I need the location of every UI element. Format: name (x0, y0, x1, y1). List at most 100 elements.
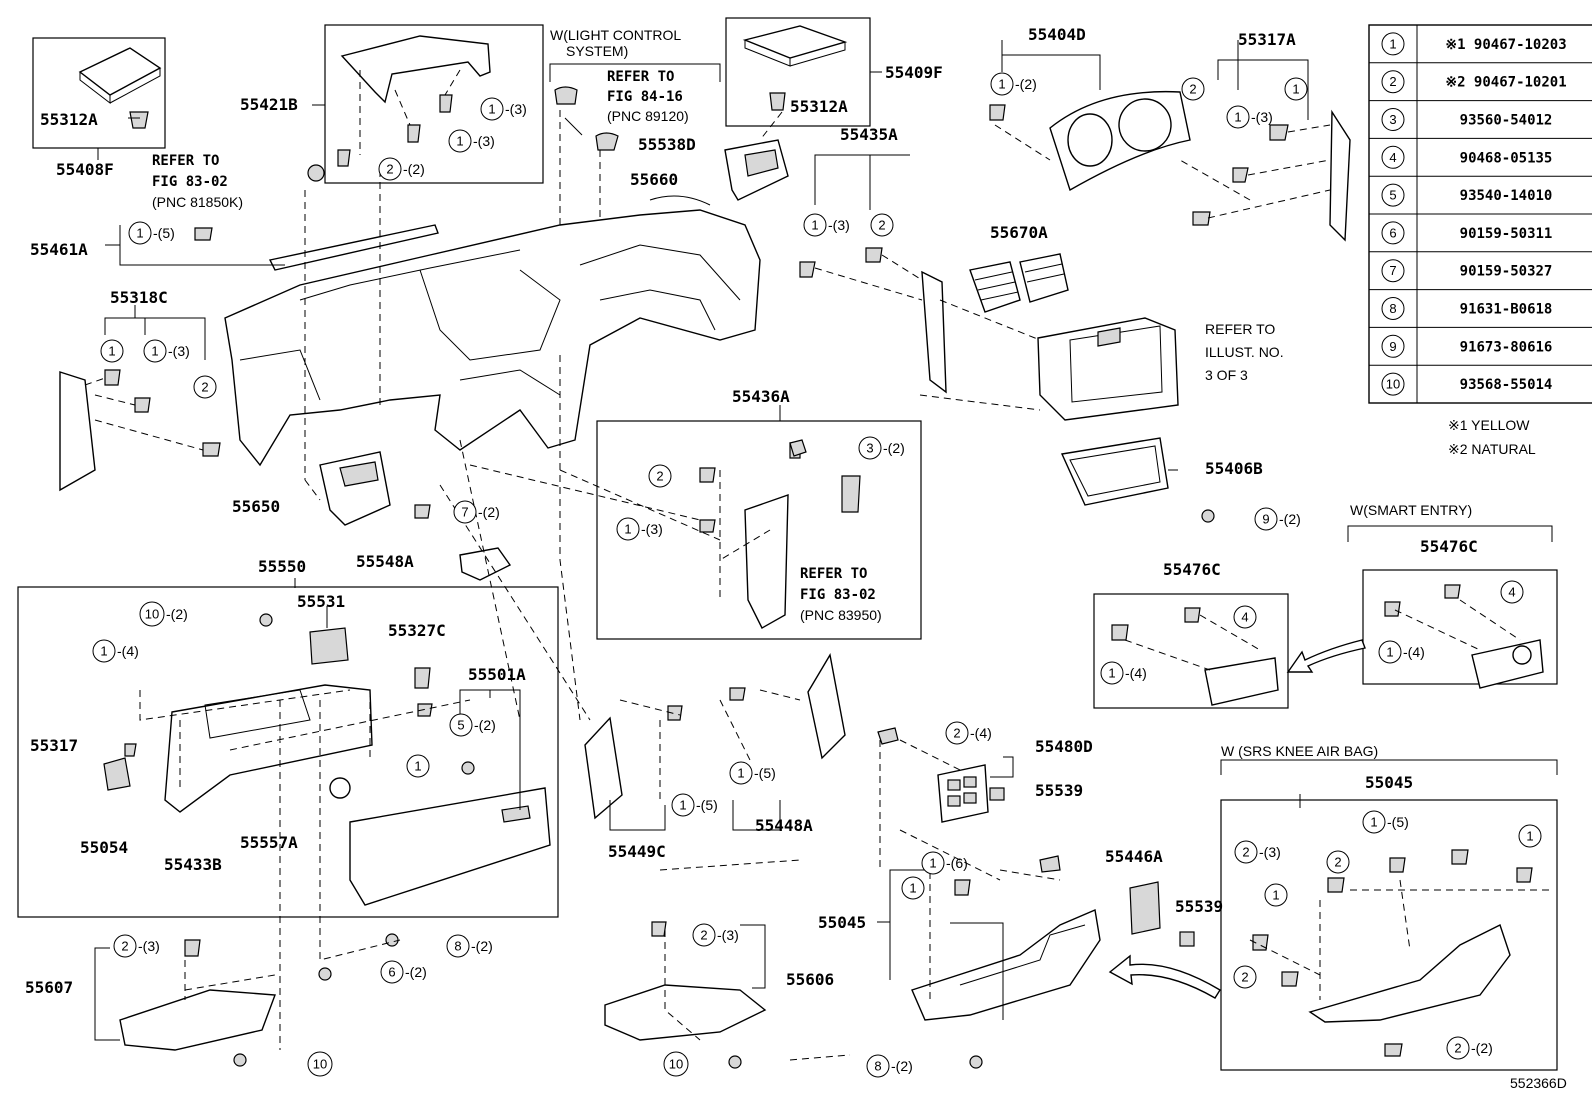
callout-number: 7 (461, 505, 468, 520)
callout-quantity: -(3) (641, 521, 663, 537)
note-light-control-line2: SYSTEM) (566, 43, 628, 59)
callout-circle (1234, 840, 1258, 864)
part-label-55409f: 55409F (885, 63, 943, 82)
leader-dashes (139, 110, 1550, 1061)
callout-circle (1254, 507, 1278, 531)
callout: 2-(4) (945, 721, 992, 745)
part-label-55406b: 55406B (1205, 459, 1263, 478)
callout-quantity: -(3) (828, 217, 850, 233)
part-label-55607: 55607 (25, 978, 73, 997)
callout: 2-(3) (692, 923, 739, 947)
callout-quantity: -(2) (1471, 1040, 1493, 1056)
part-label-55435a: 55435A (840, 125, 898, 144)
callout-number: 2 (1241, 970, 1248, 985)
callout-number: 1 (1526, 829, 1533, 844)
legend-number: 5 (1389, 188, 1396, 203)
part-label-55448a: 55448A (755, 816, 813, 835)
switch-55480d (877, 727, 1005, 823)
callout-number: 2 (1242, 845, 1249, 860)
callout-circle (139, 601, 165, 627)
callout: 2 (648, 464, 672, 488)
callout-circle (380, 960, 404, 984)
callout-number: 1 (1234, 110, 1241, 125)
part-label-55408f: 55408F (56, 160, 114, 179)
part-label-55054: 55054 (80, 838, 128, 857)
side-panel-55317a (1192, 109, 1351, 242)
callout-number: 2 (700, 928, 707, 943)
vent-55660 (724, 139, 789, 201)
leader-lines (94, 40, 1309, 1041)
callout-quantity: -(5) (754, 765, 776, 781)
callout-circle (729, 761, 753, 785)
callout-circle (803, 213, 827, 237)
callout-quantity: -(2) (478, 504, 500, 520)
callout-number: 2 (201, 380, 208, 395)
part-label-55660: 55660 (630, 170, 678, 189)
callout-circle (378, 157, 402, 181)
note-refer-8416-line2: FIG 84-16 (607, 89, 683, 105)
callout-number: 2 (656, 469, 663, 484)
callout-quantity: -(2) (1279, 511, 1301, 527)
callout: 10 (663, 1051, 689, 1077)
callout-quantity: -(2) (891, 1058, 913, 1074)
callout-circle (648, 464, 672, 488)
legend-number: 6 (1389, 225, 1396, 240)
legend-part-number: 93560-54012 (1460, 113, 1553, 129)
callout: 1 (1284, 77, 1308, 101)
callout-circle (128, 221, 152, 245)
callout-number: 4 (1508, 585, 1515, 600)
callout-number: 5 (457, 718, 464, 733)
callout-number: 6 (388, 965, 395, 980)
callout-quantity: -(6) (946, 855, 968, 871)
callout-circle (448, 129, 472, 153)
callout-number: 1 (811, 218, 818, 233)
callout-number: 10 (313, 1057, 327, 1072)
callout-quantity: -(5) (153, 225, 175, 241)
callout: 1 (901, 876, 925, 900)
callout-number: 1 (414, 759, 421, 774)
note-refer-8416-line1: REFER TO (607, 69, 674, 85)
callout: 2-(2) (1446, 1036, 1493, 1060)
part-label-55045: 55045 (818, 913, 866, 932)
legend-number: 2 (1389, 74, 1396, 89)
callout: 1 (406, 754, 430, 778)
legend-number-circle (1381, 183, 1405, 207)
callout-quantity: -(2) (166, 606, 188, 622)
note-refer-8302-b-line3: (PNC 83950) (800, 607, 882, 623)
note-light-control-line1: W(LIGHT CONTROL (550, 27, 681, 43)
callout-circle (1233, 605, 1257, 629)
under-cover-55606 (604, 921, 767, 1041)
callout-number: 2 (1189, 82, 1196, 97)
part-label-55480d: 55480D (1035, 737, 1093, 756)
callout-circle (921, 851, 945, 875)
callout: 1 -(3) (803, 213, 850, 237)
part-label-55045-srs: 55045 (1365, 773, 1413, 792)
panel-55448a (729, 653, 846, 760)
callout: 2 (1326, 850, 1350, 874)
callout-circle (901, 876, 925, 900)
part-label-55548a: 55548A (356, 552, 414, 571)
callout-number: 1 (998, 77, 1005, 92)
callout-circle (671, 793, 695, 817)
callout: 1 (100, 339, 124, 363)
part-label-55501a: 55501A (468, 665, 526, 684)
callout-circle (406, 754, 430, 778)
bracket-smart-entry (1347, 525, 1553, 542)
cover-55312a-left (78, 47, 162, 129)
callout-quantity: -(3) (1259, 844, 1281, 860)
part-label-55404d: 55404D (1028, 25, 1086, 44)
callout-number: 1 (108, 344, 115, 359)
part-label-55538d: 55538D (638, 135, 696, 154)
part-label-55317: 55317 (30, 736, 78, 755)
instrument-panel-frame (224, 195, 761, 467)
group-box-55408f (32, 37, 166, 149)
callout: 2-(3) (113, 934, 160, 958)
panel-55436a (699, 442, 861, 629)
legend-number-circle (1381, 108, 1405, 131)
switch-55476c (1111, 607, 1279, 706)
callout: 2 (1181, 77, 1205, 101)
callout-number: 1 (1292, 82, 1299, 97)
callout: 8-(2) (866, 1054, 913, 1078)
